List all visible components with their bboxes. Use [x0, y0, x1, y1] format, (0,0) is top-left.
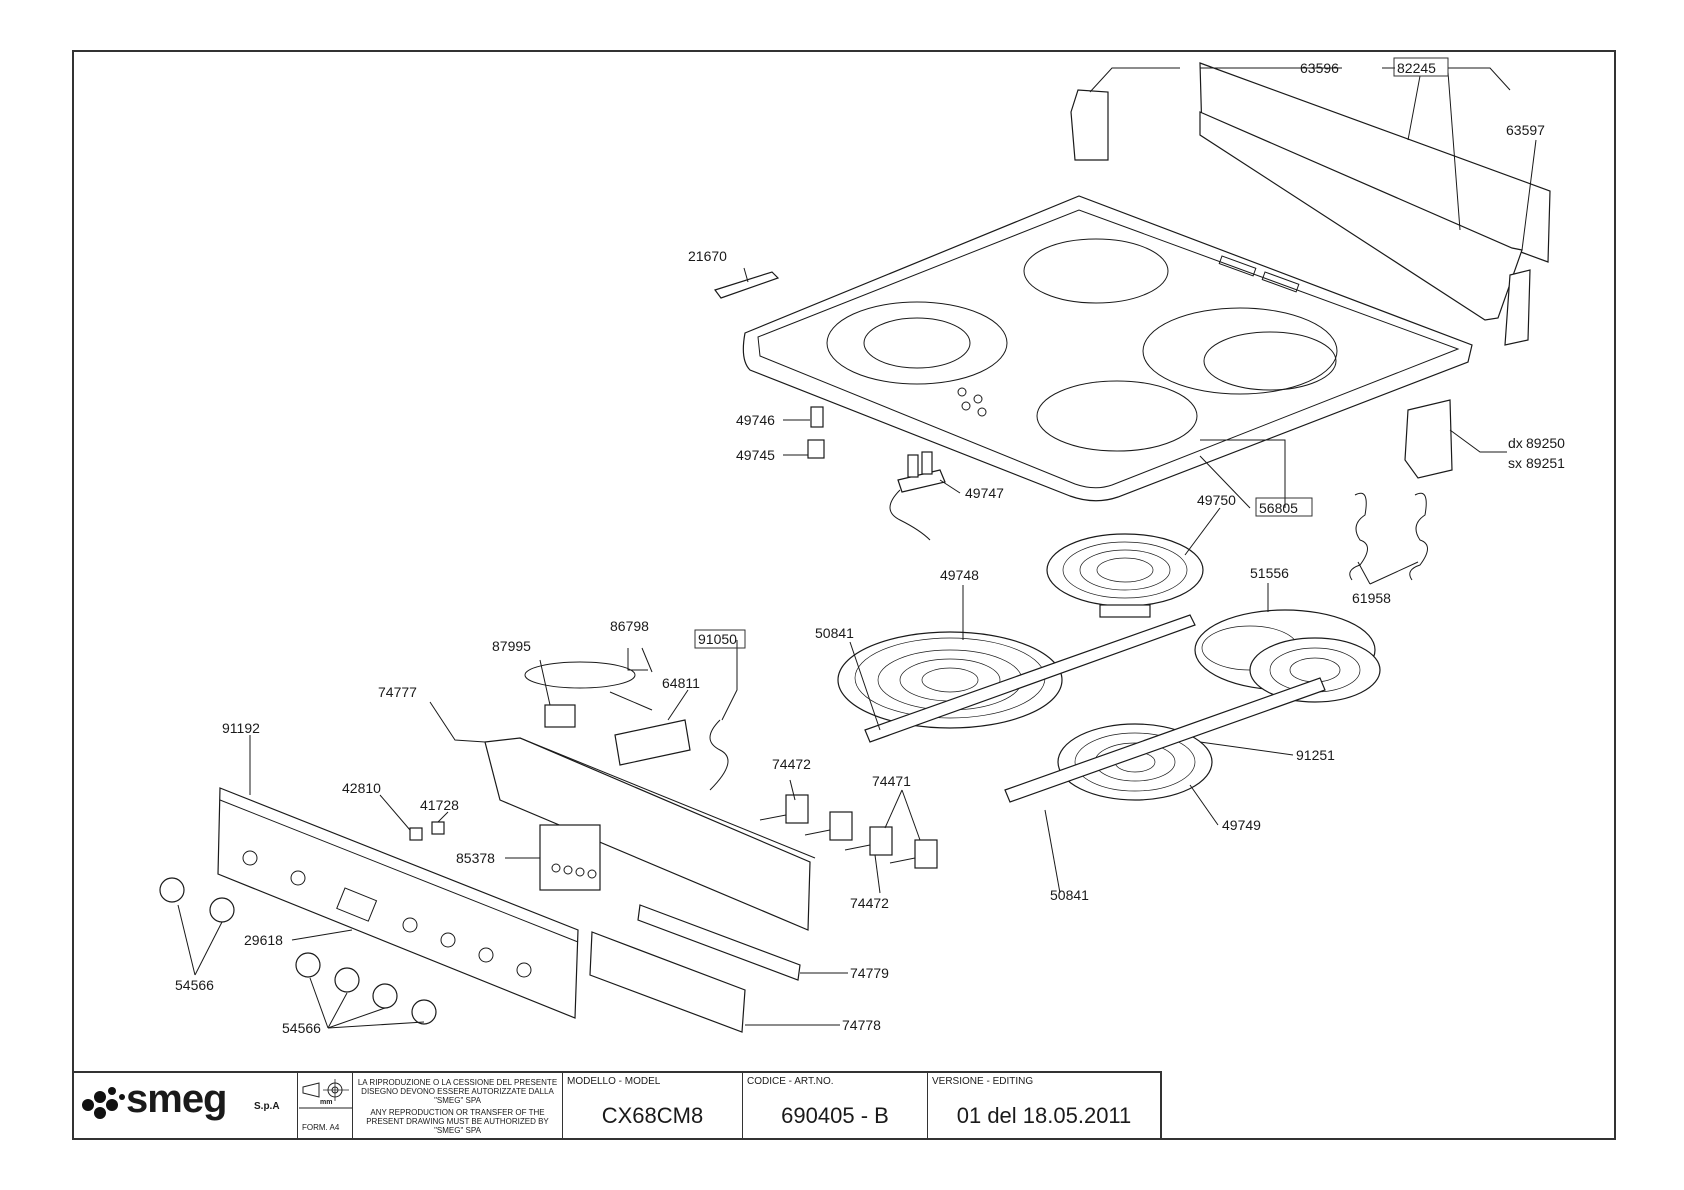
label-63597: 63597: [1506, 122, 1545, 138]
drawing-frame: [72, 50, 1616, 1140]
version-cell: VERSIONE - EDITING 01 del 18.05.2011: [928, 1073, 1160, 1140]
heating-element-49750: [1046, 533, 1204, 618]
glass-cooktop: [742, 195, 1473, 502]
side-bracket: [1404, 399, 1453, 479]
unit-label: mm: [320, 1099, 333, 1106]
version-header: VERSIONE - EDITING: [932, 1076, 1034, 1087]
label-89251-prefix: sx: [1508, 455, 1522, 471]
label-49749: 49749: [1222, 817, 1261, 833]
small-knob-41728: [431, 821, 445, 835]
projection-cell: mm FORM. A4: [298, 1073, 353, 1140]
label-89250: 89250: [1526, 435, 1565, 451]
heating-element-51556: [1194, 609, 1381, 703]
logo-cell: smeg S.p.A: [72, 1073, 298, 1140]
label-74472-a: 74472: [772, 756, 811, 772]
terminal-block: [889, 451, 946, 541]
label-50841-b: 50841: [1050, 887, 1089, 903]
brand-suffix: S.p.A: [254, 1101, 280, 1112]
timer-and-wiring: [524, 661, 729, 791]
label-86798: 86798: [610, 618, 649, 634]
box-82245: [1393, 57, 1449, 77]
label-91050: 91050: [698, 631, 737, 647]
label-74779: 74779: [850, 965, 889, 981]
notice-english: ANY REPRODUCTION OR TRANSFER OF THE PRES…: [366, 1108, 549, 1135]
label-54566-b: 54566: [282, 1020, 321, 1036]
title-block: smeg S.p.A mm FORM. A4 LA RIPRODUZIONE O…: [72, 1071, 1162, 1140]
code-cell: CODICE - ART.NO. 690405 - B: [743, 1073, 928, 1140]
label-85378: 85378: [456, 850, 495, 866]
notice-italian: LA RIPRODUZIONE O LA CESSIONE DEL PRESEN…: [357, 1078, 558, 1105]
label-74778: 74778: [842, 1017, 881, 1033]
switches: [759, 794, 938, 869]
code-header: CODICE - ART.NO.: [747, 1076, 834, 1087]
label-82245: 82245: [1397, 60, 1436, 76]
box-91050: [694, 629, 746, 649]
label-91251: 91251: [1296, 747, 1335, 763]
label-51556: 51556: [1250, 565, 1289, 581]
control-bracket: [484, 737, 816, 931]
clip-part: [714, 271, 780, 299]
brand-logo-text: smeg: [126, 1077, 227, 1121]
label-54566-a: 54566: [175, 977, 214, 993]
model-header: MODELLO - MODEL: [567, 1076, 661, 1087]
spacer-part: [810, 406, 824, 428]
label-49746: 49746: [736, 412, 775, 428]
label-61958: 61958: [1352, 590, 1391, 606]
code-value: 690405 - B: [781, 1103, 889, 1128]
rear-panel: [1070, 62, 1551, 346]
box-56805: [1255, 497, 1313, 517]
label-74777: 74777: [378, 684, 417, 700]
label-49748: 49748: [940, 567, 979, 583]
leader-lines: [177, 67, 1537, 1029]
label-49750: 49750: [1197, 492, 1236, 508]
label-63596: 63596: [1300, 60, 1339, 76]
label-49747: 49747: [965, 485, 1004, 501]
heating-element-49748: [837, 631, 1063, 729]
label-42810: 42810: [342, 780, 381, 796]
version-value: 01 del 18.05.2011: [956, 1103, 1132, 1128]
spring-part: [807, 439, 825, 459]
model-cell: MODELLO - MODEL CX68CM8: [563, 1073, 743, 1140]
label-64811: 64811: [662, 675, 700, 691]
label-41728: 41728: [420, 797, 459, 813]
label-87995: 87995: [492, 638, 531, 654]
copyright-notice-cell: LA RIPRODUZIONE O LA CESSIONE DEL PRESEN…: [353, 1073, 563, 1140]
label-89251: 89251: [1526, 455, 1565, 471]
projection-symbol-icon: [299, 1079, 352, 1109]
small-knob-42810: [409, 827, 423, 841]
control-knobs: [159, 877, 437, 1025]
smeg-logo-icon: [82, 1087, 125, 1119]
support-bar-upper: [864, 614, 1196, 743]
model-value: CX68CM8: [601, 1103, 704, 1128]
label-91192: 91192: [222, 720, 260, 736]
label-74472-b: 74472: [850, 895, 889, 911]
label-21670: 21670: [688, 248, 727, 264]
label-56805: 56805: [1259, 500, 1298, 516]
label-50841-a: 50841: [815, 625, 854, 641]
label-74471: 74471: [872, 773, 911, 789]
lower-bracket-74778: [589, 931, 746, 1033]
support-bar-lower: [1004, 677, 1326, 803]
label-89250-prefix: dx: [1508, 435, 1523, 451]
format-label: FORM. A4: [302, 1123, 340, 1132]
label-29618: 29618: [244, 932, 283, 948]
front-control-panel: [217, 787, 579, 1019]
lower-bracket-74779: [637, 904, 801, 981]
label-49745: 49745: [736, 447, 775, 463]
spring-clips: [1349, 492, 1428, 581]
